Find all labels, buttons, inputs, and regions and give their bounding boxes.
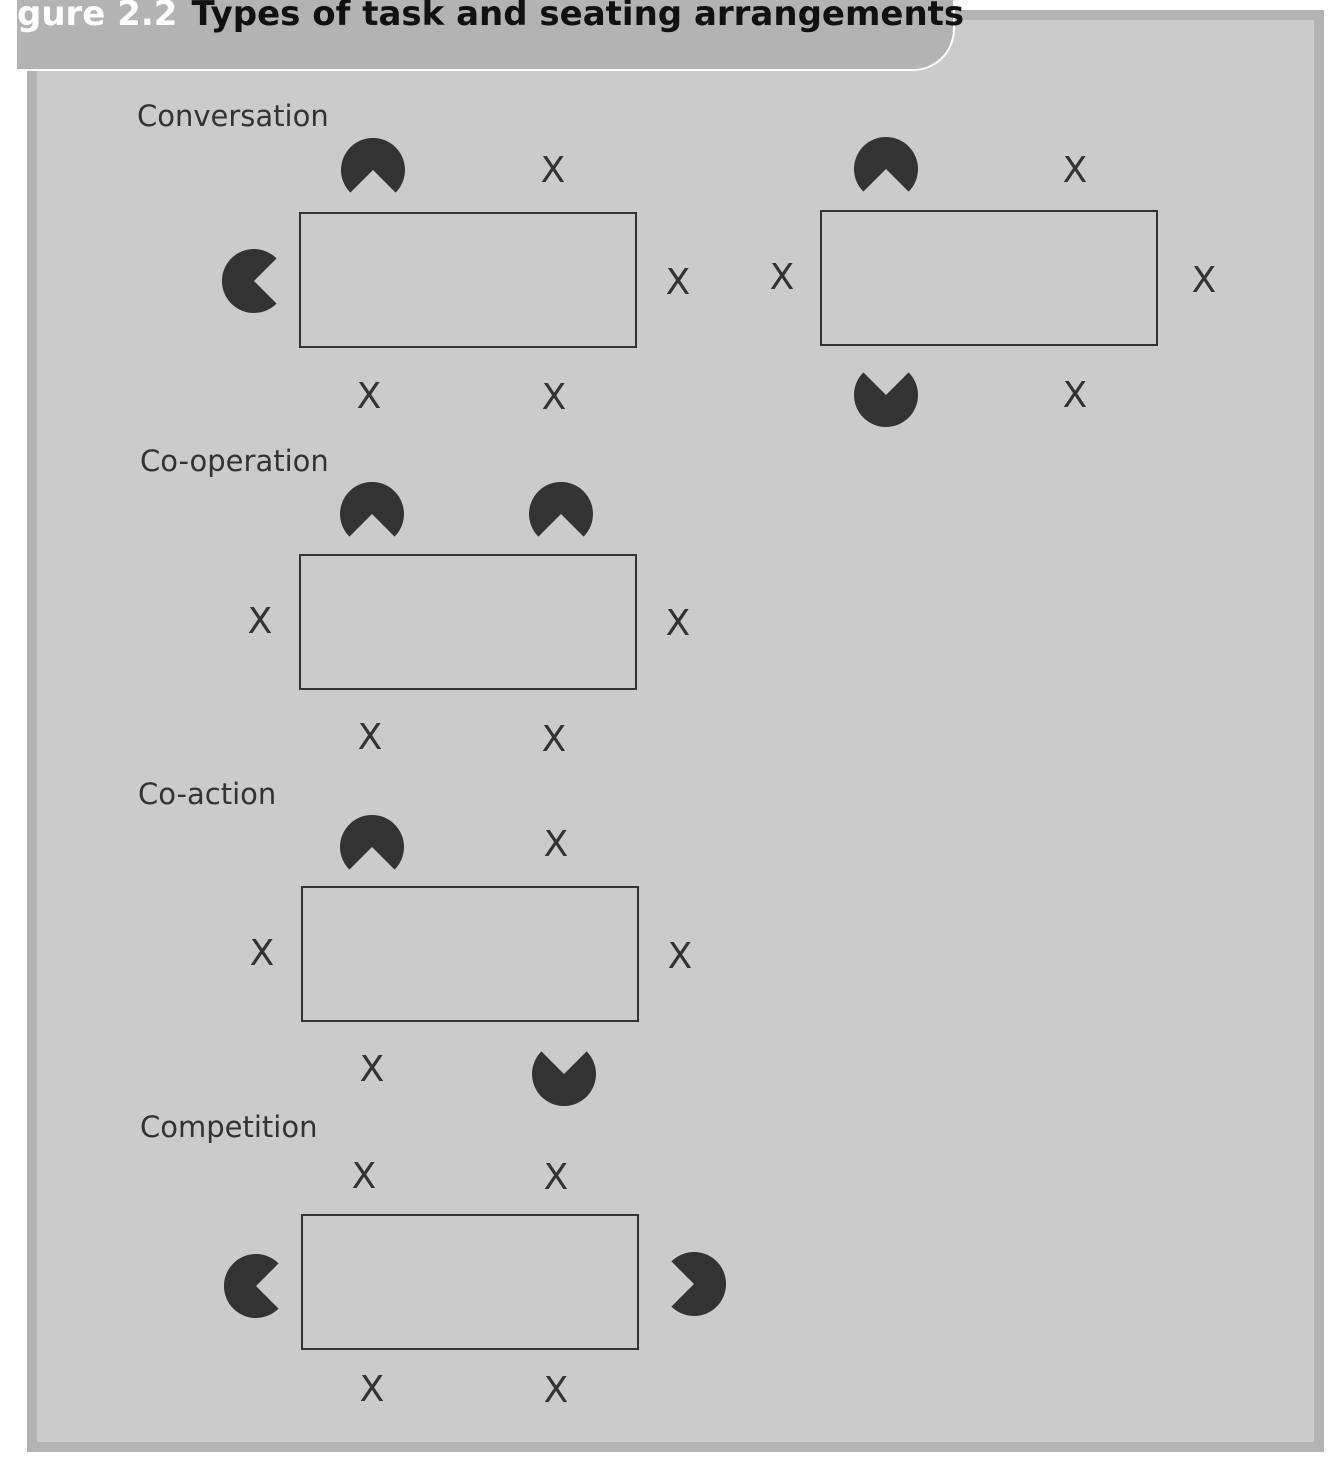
person-facing-down-icon xyxy=(341,138,405,202)
person-facing-down-icon xyxy=(340,815,404,879)
table-competition xyxy=(301,1214,639,1350)
person-facing-down-icon xyxy=(529,482,593,546)
empty-seat: X xyxy=(359,1369,385,1410)
empty-seat: X xyxy=(249,933,275,974)
person-facing-down-icon xyxy=(854,137,918,201)
person-facing-up-icon xyxy=(854,363,918,427)
empty-seat: X xyxy=(665,603,691,644)
person-facing-right-icon xyxy=(224,1254,288,1318)
figure-number: gure 2.2 xyxy=(17,0,178,34)
section-label-competition: Competition xyxy=(140,1110,318,1144)
empty-seat: X xyxy=(1191,260,1217,301)
person-facing-up-icon xyxy=(532,1042,596,1106)
person-facing-left-icon xyxy=(662,1252,726,1316)
section-label-cooperation: Co-operation xyxy=(140,444,329,478)
empty-seat: X xyxy=(351,1156,377,1197)
empty-seat: X xyxy=(357,717,383,758)
figure-title: gure 2.2 Types of task and seating arrang… xyxy=(17,0,964,37)
empty-seat: X xyxy=(665,262,691,303)
section-label-conversation: Conversation xyxy=(137,99,329,133)
empty-seat: X xyxy=(543,824,569,865)
empty-seat: X xyxy=(1062,375,1088,416)
empty-seat: X xyxy=(667,936,693,977)
table-coaction xyxy=(301,886,639,1022)
table-conversation-left xyxy=(299,212,637,348)
figure-panel: gure 2.2 Types of task and seating arrang… xyxy=(17,0,1324,1452)
figure-title-tab: gure 2.2 Types of task and seating arrang… xyxy=(17,0,964,69)
person-facing-right-icon xyxy=(222,249,286,313)
section-label-coaction: Co-action xyxy=(138,777,277,811)
empty-seat: X xyxy=(541,377,567,418)
table-conversation-right xyxy=(820,210,1158,346)
empty-seat: X xyxy=(543,1370,569,1411)
table-cooperation xyxy=(299,554,637,690)
figure-title-text: Types of task and seating arrangements xyxy=(191,0,965,34)
empty-seat: X xyxy=(540,150,566,191)
empty-seat: X xyxy=(359,1049,385,1090)
empty-seat: X xyxy=(769,257,795,298)
empty-seat: X xyxy=(247,601,273,642)
empty-seat: X xyxy=(541,719,567,760)
empty-seat: X xyxy=(543,1157,569,1198)
empty-seat: X xyxy=(356,376,382,417)
person-facing-down-icon xyxy=(340,482,404,546)
empty-seat: X xyxy=(1062,150,1088,191)
